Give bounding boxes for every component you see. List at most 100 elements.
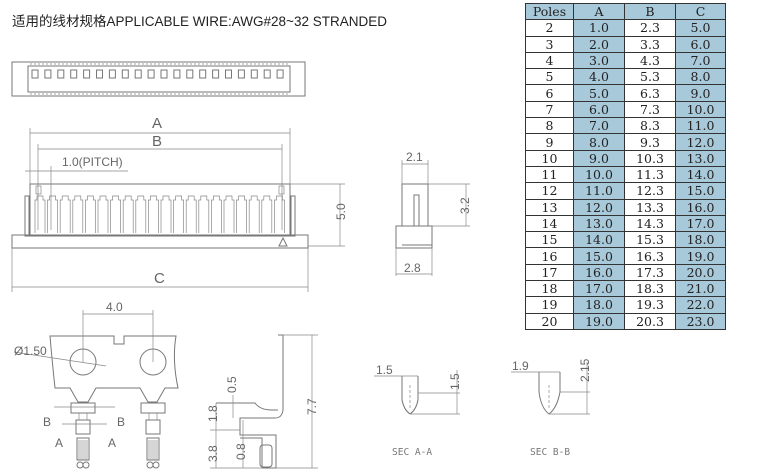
c-cell: 18.0 [675,231,726,249]
slot [83,69,91,79]
contact-slot [148,195,159,233]
c-cell: 22.0 [675,296,726,314]
pitch-label: 1.0(PITCH) [62,155,123,169]
terminal [140,402,166,469]
contact-slot [223,195,235,233]
contact-slot [248,195,260,233]
hole-diameter-label: Ø1.50 [14,344,47,358]
poles-cell: 18 [525,280,574,298]
slot [147,69,155,79]
c-cell: 9.0 [675,84,726,102]
sec-a-width-label: 1.5 [376,363,393,377]
poles-cell: 9 [525,133,574,151]
b-cell: 2.3 [624,19,676,37]
b-cell: 16.3 [624,247,676,265]
poles-cell: 15 [525,231,574,249]
section-a-mark-left: A [55,436,63,450]
c-cell: 15.0 [675,182,726,200]
c-cell: 21.0 [675,280,726,298]
slot [96,69,103,79]
a-cell: 14.0 [573,231,625,249]
header-c: C [675,2,726,21]
terminal-strip: 4.0 Ø1.50 B B A A [13,300,179,469]
section-a-mark-right: A [108,436,116,450]
a-cell: 13.0 [573,214,625,233]
contact-slot [173,195,184,233]
slot [276,69,284,79]
header-a: A [573,2,625,21]
contact-slot [236,195,247,233]
c-cell: 8.0 [675,68,726,86]
section-b-mark-left: B [43,415,51,429]
slot [263,69,271,79]
b-cell: 7.3 [624,100,676,119]
section-b-b: 1.9 2.15 SEC B-B [511,358,592,458]
slot [108,69,116,79]
contact-slot [34,195,46,233]
poles-cell: 5 [525,68,574,86]
table-header-row: Poles A B C [525,2,726,21]
poles-cell: 6 [525,84,574,102]
c-cell: 10.0 [675,100,726,119]
contact-slot [47,195,58,233]
poles-cell: 14 [525,214,574,233]
poles-cell: 19 [525,296,574,314]
b-cell: 8.3 [624,117,676,135]
contact-slot [122,195,134,233]
b-cell: 18.3 [624,280,676,298]
slot [121,69,129,79]
b-cell: 13.3 [624,198,676,216]
poles-cell: 17 [525,263,574,282]
c-cell: 16.0 [675,198,726,216]
header-b: B [624,2,676,21]
b-cell: 20.3 [624,312,676,330]
a-cell: 3.0 [573,51,625,70]
contact-slot [85,195,96,233]
a-cell: 11.0 [573,182,625,200]
a-cell: 8.0 [573,133,625,151]
c-cell: 5.0 [675,19,726,37]
dimension-c-label: C [154,270,165,287]
c-cell: 17.0 [675,214,726,233]
poles-cell: 8 [525,117,574,135]
slot [199,69,207,79]
contact-slot [135,195,147,233]
b-cell: 9.3 [624,133,676,151]
b-cell: 14.3 [624,214,676,233]
slot [237,69,245,79]
wire-spec-title: 适用的线材规格APPLICABLE WIRE:AWG#28~32 STRANDE… [12,14,387,29]
b-cell: 19.3 [624,296,676,314]
a-cell: 4.0 [573,68,625,86]
b-cell: 6.3 [624,84,676,102]
contact-slot [274,195,285,233]
poles-cell: 13 [525,198,574,216]
side-view: 2.1 3.2 2.8 [395,150,472,276]
c-cell: 20.0 [675,263,726,282]
section-a-a: 1.5 1.5 SEC A-A [374,363,462,458]
c-cell: 14.0 [675,165,726,184]
a-cell: 16.0 [573,263,625,282]
a-cell: 19.0 [573,312,625,330]
a-cell: 9.0 [573,149,625,167]
sec-b-label: SEC B-B [530,447,570,458]
sec-a-label: SEC A-A [392,447,432,458]
dim-1-8-label: 1.8 [206,405,220,422]
poles-cell: 16 [525,247,574,265]
b-cell: 15.3 [624,231,676,249]
slot [186,69,194,79]
poles-cell: 10 [525,149,574,167]
contact-slot [211,195,222,233]
c-cell: 6.0 [675,35,726,53]
c-cell: 19.0 [675,247,726,265]
